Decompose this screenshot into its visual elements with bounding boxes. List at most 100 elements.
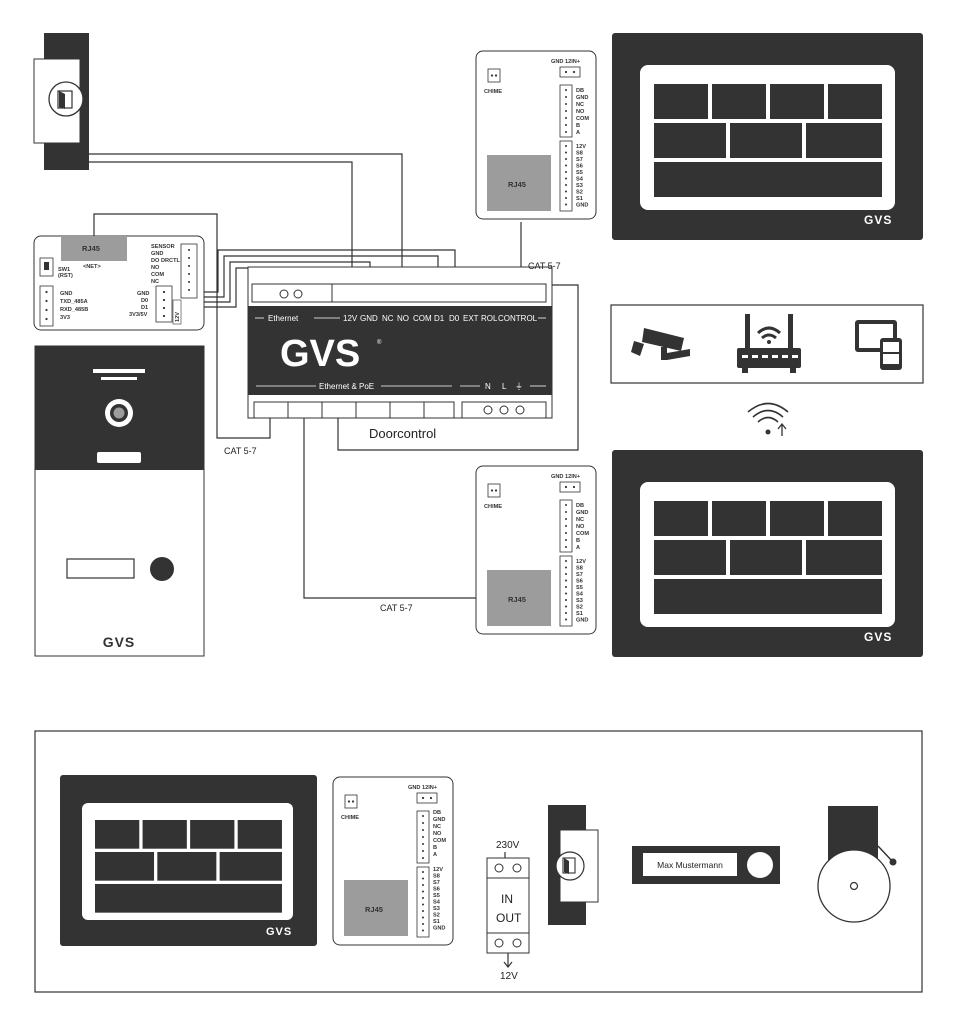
svg-text:S1: S1 bbox=[576, 611, 583, 617]
voltage-12-label: 12V bbox=[500, 971, 518, 982]
svg-text:S2: S2 bbox=[433, 913, 440, 919]
svg-text:GND: GND bbox=[576, 618, 588, 624]
svg-text:S5: S5 bbox=[576, 585, 583, 591]
svg-text:GND: GND bbox=[576, 203, 588, 209]
indoor-terminal-top: RJ45 CHIME GND 12IN+ DB GND NC NO COM B … bbox=[475, 50, 597, 220]
svg-text:CHIME: CHIME bbox=[484, 504, 502, 510]
power-out-label: OUT bbox=[496, 911, 522, 925]
svg-text:S6: S6 bbox=[576, 164, 583, 170]
svg-text:TXD_485A: TXD_485A bbox=[60, 299, 88, 305]
svg-text:A: A bbox=[576, 130, 580, 136]
indoor-monitor-lower: GVS bbox=[60, 775, 317, 946]
svg-text:GND 12IN+: GND 12IN+ bbox=[408, 785, 438, 791]
svg-text:GND: GND bbox=[360, 314, 378, 323]
svg-text:GND: GND bbox=[60, 291, 72, 297]
svg-text:A: A bbox=[576, 545, 580, 551]
svg-text:GND: GND bbox=[576, 510, 588, 516]
door-strike-lower bbox=[548, 805, 599, 925]
svg-text:GND 12IN+: GND 12IN+ bbox=[551, 59, 581, 65]
svg-text:⏚: ⏚ bbox=[515, 382, 523, 391]
cat-label-top: CAT 5-7 bbox=[528, 261, 561, 271]
svg-text:EXT: EXT bbox=[463, 314, 479, 323]
power-supply: 230V IN OUT 12V bbox=[486, 840, 530, 982]
svg-text:GND: GND bbox=[137, 291, 149, 297]
doorbell-nameplate: Max Mustermann bbox=[632, 846, 780, 884]
svg-text:S5: S5 bbox=[576, 170, 583, 176]
svg-text:12V: 12V bbox=[576, 144, 586, 150]
svg-text:D0: D0 bbox=[141, 298, 148, 304]
svg-text:DO DRCTL: DO DRCTL bbox=[151, 258, 180, 264]
svg-text:®: ® bbox=[377, 339, 382, 346]
svg-text:S8: S8 bbox=[433, 874, 440, 880]
svg-text:S3: S3 bbox=[576, 183, 583, 189]
bell-icon bbox=[817, 806, 897, 923]
svg-text:D1: D1 bbox=[141, 305, 148, 311]
svg-text:NC: NC bbox=[151, 279, 159, 285]
svg-text:NO: NO bbox=[433, 831, 442, 837]
svg-text:3V3: 3V3 bbox=[60, 315, 70, 321]
svg-text:GVS: GVS bbox=[864, 213, 892, 227]
svg-text:RJ45: RJ45 bbox=[508, 595, 526, 604]
door-icon bbox=[57, 90, 73, 109]
svg-text:12V: 12V bbox=[343, 314, 358, 323]
svg-text:COM: COM bbox=[433, 838, 446, 844]
ethernet-poe-label: Ethernet & PoE bbox=[319, 382, 374, 391]
cat-label-bottom: CAT 5-7 bbox=[380, 603, 413, 613]
svg-text:12V: 12V bbox=[175, 312, 181, 322]
svg-text:GVS: GVS bbox=[266, 926, 292, 938]
svg-text:A: A bbox=[433, 852, 437, 858]
svg-text:N: N bbox=[485, 382, 491, 391]
svg-text:S7: S7 bbox=[433, 880, 440, 886]
svg-text:NO: NO bbox=[576, 524, 585, 530]
svg-text:S2: S2 bbox=[576, 605, 583, 611]
svg-text:S6: S6 bbox=[576, 579, 583, 585]
svg-text:B: B bbox=[433, 845, 437, 851]
svg-text:12V: 12V bbox=[576, 559, 586, 565]
tablet-phone-icon bbox=[855, 320, 902, 370]
interface-module: RJ45 <NET> SW1 (RST) GND TXD_485A RXD_48… bbox=[33, 235, 205, 331]
module-rj45: RJ45 bbox=[82, 244, 100, 253]
cat-label-left: CAT 5-7 bbox=[224, 446, 257, 456]
svg-text:S5: S5 bbox=[433, 893, 440, 899]
svg-text:12V: 12V bbox=[433, 867, 443, 873]
svg-text:COM: COM bbox=[151, 272, 164, 278]
svg-text:GND: GND bbox=[433, 817, 445, 823]
controller-brand: GVS bbox=[280, 333, 360, 375]
door-icon bbox=[562, 857, 576, 874]
camera-icon bbox=[631, 328, 690, 360]
svg-text:GND: GND bbox=[576, 95, 588, 101]
svg-text:D1: D1 bbox=[434, 314, 445, 323]
doorcontrol-label: Doorcontrol bbox=[369, 426, 436, 441]
svg-text:S3: S3 bbox=[433, 906, 440, 912]
module-net: <NET> bbox=[83, 264, 101, 270]
svg-text:COM: COM bbox=[576, 531, 589, 537]
svg-text:S1: S1 bbox=[576, 196, 583, 202]
router-icon bbox=[737, 314, 801, 373]
network-devices bbox=[610, 304, 924, 384]
outdoor-brand: GVS bbox=[103, 634, 136, 650]
svg-text:3V3/5V: 3V3/5V bbox=[129, 312, 148, 318]
power-in-label: IN bbox=[501, 892, 513, 906]
svg-text:GND 12IN+: GND 12IN+ bbox=[551, 474, 581, 480]
svg-text:CHIME: CHIME bbox=[341, 815, 359, 821]
svg-text:DB: DB bbox=[576, 88, 584, 94]
svg-text:(RST): (RST) bbox=[58, 273, 73, 279]
svg-text:B: B bbox=[576, 123, 580, 129]
svg-text:S2: S2 bbox=[576, 190, 583, 196]
svg-text:DB: DB bbox=[576, 503, 584, 509]
door-strike-top bbox=[33, 33, 89, 170]
controller-unit: Ethernet 12V GND NC NO COM D1 D0 EXT ROL… bbox=[247, 266, 553, 419]
svg-text:S4: S4 bbox=[576, 592, 584, 598]
svg-text:GND: GND bbox=[433, 926, 445, 932]
svg-text:CHIME: CHIME bbox=[484, 89, 502, 95]
svg-text:NC: NC bbox=[576, 517, 584, 523]
svg-text:DB: DB bbox=[433, 810, 441, 816]
svg-text:S1: S1 bbox=[433, 919, 440, 925]
svg-text:COM: COM bbox=[413, 314, 432, 323]
svg-text:S8: S8 bbox=[576, 566, 583, 572]
svg-text:NC: NC bbox=[576, 102, 584, 108]
svg-text:NO: NO bbox=[576, 109, 585, 115]
svg-text:ROL: ROL bbox=[481, 314, 498, 323]
nameplate-text: Max Mustermann bbox=[657, 860, 723, 870]
